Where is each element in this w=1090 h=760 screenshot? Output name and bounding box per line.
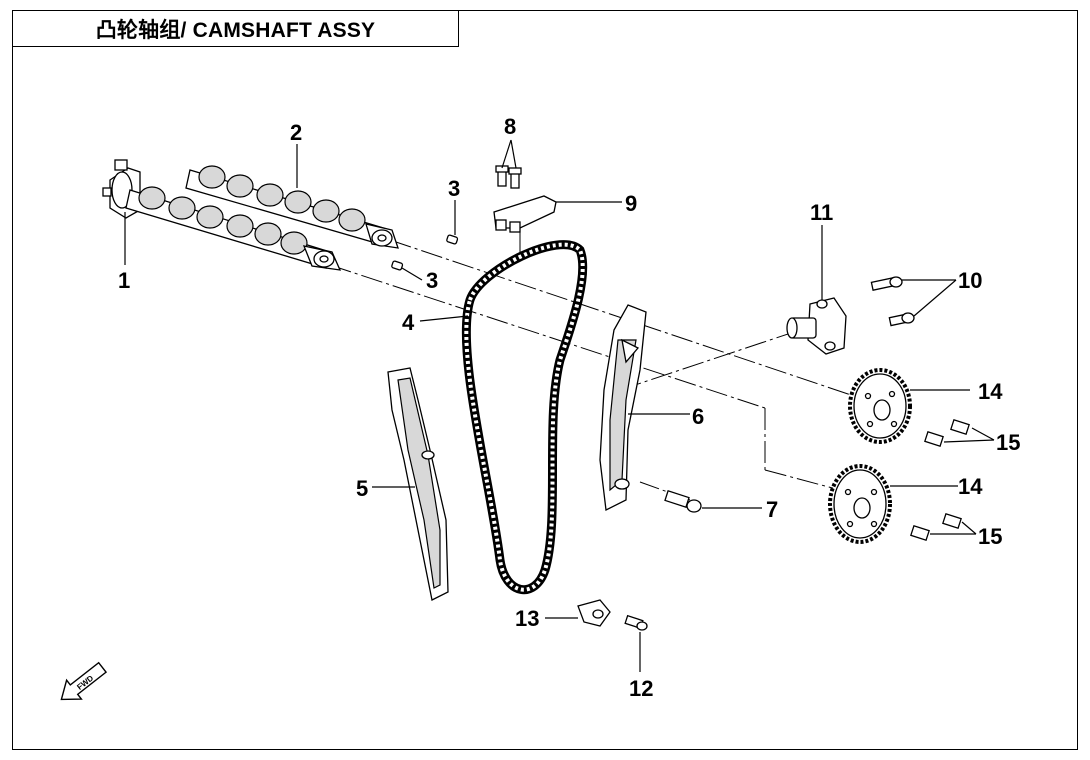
callout-3-upper: 3 [448,176,460,201]
part-3-dowel-pins [391,234,459,271]
leader-lines [124,139,995,672]
callout-4: 4 [402,310,415,335]
callout-10: 10 [958,268,982,293]
part-8-bolts [495,165,522,189]
part-15-sprocket-bolts [910,418,970,542]
part-11-chain-tensioner [786,297,847,355]
callout-12: 12 [629,676,653,701]
callout-14-upper: 14 [978,379,1003,404]
part-10-tensioner-bolts [870,276,915,327]
drawing-frame [12,10,1078,750]
callout-6: 6 [692,404,704,429]
callout-13: 13 [515,606,539,631]
callout-11: 11 [810,200,833,225]
callout-1: 1 [118,268,130,293]
callout-5: 5 [356,476,368,501]
callout-9: 9 [625,191,637,216]
callout-15-lower: 15 [978,524,1002,549]
title-box: 凸轮轴组/ CAMSHAFT ASSY [12,10,459,47]
part-4-timing-chain [461,240,588,595]
callout-2: 2 [290,120,302,145]
fwd-arrow-icon: FWD [60,661,108,701]
callout-labels: 1 2 3 3 4 5 6 7 8 9 10 11 12 13 14 14 15… [118,114,1020,701]
page-title: 凸轮轴组/ CAMSHAFT ASSY [95,18,376,42]
part-14-sprocket-upper [848,368,912,444]
part-2-camshafts [125,165,399,271]
callout-15-upper: 15 [996,430,1020,455]
part-7-pivot-bolt [664,490,702,513]
part-9-upper-chain-guide [493,195,557,233]
part-13-stopper [577,599,611,627]
part-14-sprocket-lower [828,464,892,544]
callout-3-lower: 3 [426,268,438,293]
callout-14-lower: 14 [958,474,983,499]
callout-8: 8 [504,114,516,139]
part-12-bolt [624,614,648,631]
part-6-tensioner-guide [599,304,647,511]
callout-7: 7 [766,497,778,522]
part-5-chain-guide [387,367,449,601]
